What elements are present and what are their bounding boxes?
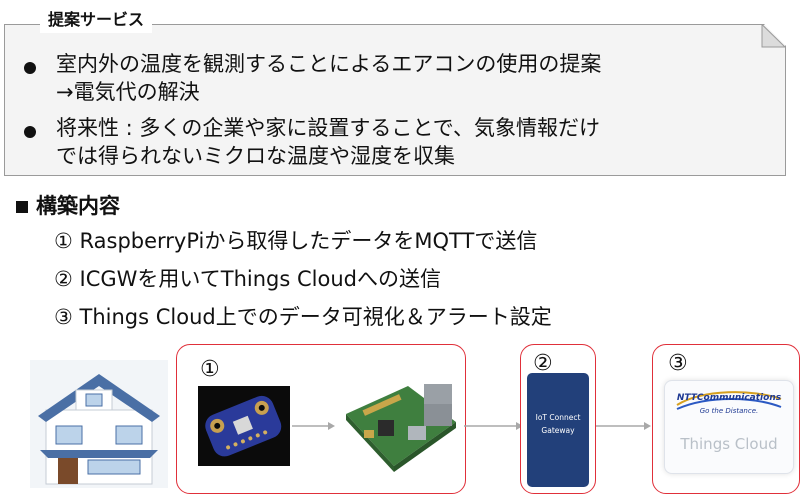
frame-number: ③ xyxy=(668,351,688,376)
proposal-box xyxy=(4,24,786,176)
house-icon xyxy=(30,360,168,488)
bullet-line: 室内外の温度を観測することによるエアコンの使用の提案 xyxy=(56,52,602,76)
step-item: ② ICGWを用いてThings Cloudへの送信 xyxy=(54,267,441,291)
ntt-tagline: Go the Distance. xyxy=(699,407,759,415)
section-marker xyxy=(16,201,28,213)
sensor-board-icon xyxy=(198,386,290,466)
gateway-label: Gateway xyxy=(541,426,575,435)
bullet-dot xyxy=(24,126,36,138)
bullet-dot xyxy=(24,62,36,74)
arrow-icon xyxy=(292,422,335,430)
step-item: ③ Things Cloud上でのデータ可視化＆アラート設定 xyxy=(54,305,552,329)
gateway-label: IoT Connect xyxy=(535,413,581,422)
bullet-text: 将来性 : 多くの企業や家に設置することで、気象情報だけ では得られないミクロな… xyxy=(56,114,786,170)
things-cloud-label: Things Cloud xyxy=(680,435,778,453)
step-item: ① RaspberryPiから取得したデータをMQTTで送信 xyxy=(54,229,538,253)
frame-number: ① xyxy=(200,357,220,382)
things-cloud-card: NTTCommunications Go the Distance. Thing… xyxy=(664,380,794,474)
iot-connect-gateway-card: IoT Connect Gateway xyxy=(527,373,589,487)
raspberry-pi-icon xyxy=(346,384,456,472)
section-title: 構築内容 xyxy=(36,194,120,218)
bullet-text: 室内外の温度を観測することによるエアコンの使用の提案 →電気代の解決 xyxy=(56,50,786,106)
bullet-line: 将来性 : 多くの企業や家に設置することで、気象情報だけ xyxy=(56,116,600,140)
proposal-label: 提案サービス xyxy=(40,7,153,33)
ntt-logo-text: NTTCommunications xyxy=(676,393,782,403)
ntt-swoosh-icon xyxy=(676,391,782,410)
bullet-line: →電気代の解決 xyxy=(56,80,200,104)
bullet-line: では得られないミクロな温度や湿度を収集 xyxy=(56,144,455,168)
arrow-icon xyxy=(596,422,651,430)
frame-number: ② xyxy=(533,351,553,376)
arrow-icon xyxy=(464,422,523,430)
